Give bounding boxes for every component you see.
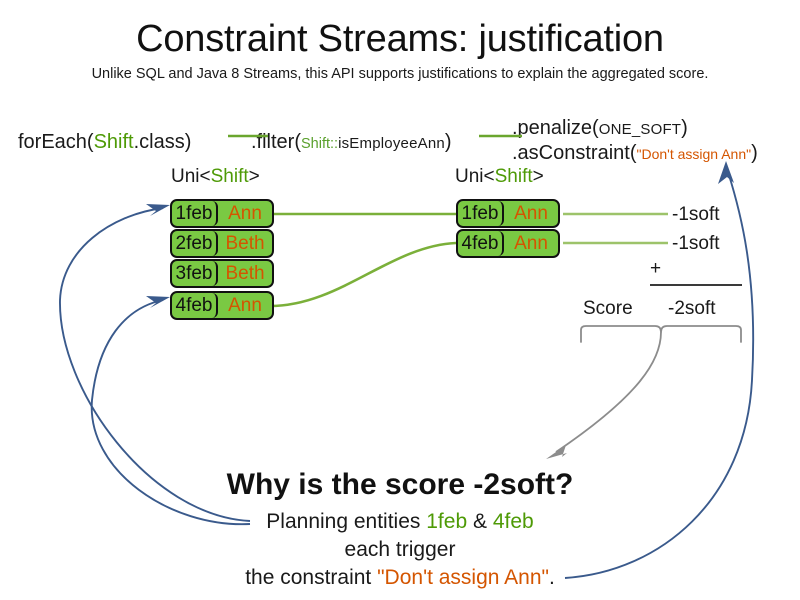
score-total: -2soft bbox=[668, 298, 716, 319]
code-penalize-method: .penalize( bbox=[512, 117, 599, 139]
code-as-constraint-arg: "Don't assign Ann" bbox=[636, 146, 752, 162]
stream-link-4feb bbox=[269, 241, 457, 308]
justification-arrowhead-4feb bbox=[146, 296, 170, 308]
uni-right-prefix: Uni< bbox=[455, 166, 495, 187]
code-foreach-method: forEach( bbox=[18, 131, 94, 153]
fact-card-date: 1feb bbox=[172, 201, 218, 226]
fact-card-right-1[interactable]: 4feb Ann bbox=[456, 229, 560, 258]
score-label: Score bbox=[583, 298, 633, 319]
code-filter-method: .filter( bbox=[251, 131, 301, 153]
score-operator: + bbox=[650, 258, 662, 279]
code-filter-ref-method: isEmployeeAnn bbox=[338, 135, 445, 152]
explanation-line3-prefix: the constraint bbox=[245, 566, 378, 589]
soft-score-1: -1soft bbox=[672, 233, 720, 254]
soft-score-0: -1soft bbox=[672, 204, 720, 225]
code-as-constraint: .asConstraint("Don't assign Ann") bbox=[512, 142, 758, 165]
uni-right-suffix: > bbox=[532, 166, 544, 187]
brace-arrowhead bbox=[546, 445, 567, 459]
slide-subtitle: Unlike SQL and Java 8 Streams, this API … bbox=[91, 66, 709, 82]
explanation-amp: & bbox=[467, 510, 493, 533]
code-filter: .filter(Shift::isEmployeeAnn) bbox=[251, 131, 452, 154]
fact-card-left-3[interactable]: 4feb Ann bbox=[170, 291, 274, 320]
fact-card-employee: Beth bbox=[225, 233, 265, 254]
fact-card-employee: Ann bbox=[228, 295, 262, 316]
explanation-line1-prefix: Planning entities bbox=[266, 510, 427, 533]
explanation-line-1: Planning entities 1feb & 4feb bbox=[0, 510, 800, 534]
uni-label-right: Uni<Shift> bbox=[455, 166, 544, 188]
explanation-line-2: each trigger bbox=[344, 538, 456, 561]
fact-card-left-1[interactable]: 2feb Beth bbox=[170, 229, 274, 258]
code-as-constraint-suffix: ) bbox=[751, 142, 758, 164]
fact-card-date: 4feb bbox=[172, 293, 218, 318]
uni-left-prefix: Uni< bbox=[171, 166, 211, 187]
code-foreach: forEach(Shift.class) bbox=[18, 131, 191, 154]
code-filter-ref-type: Shift:: bbox=[301, 136, 339, 152]
code-foreach-suffix: .class) bbox=[133, 131, 192, 153]
explanation-line3-suffix: . bbox=[548, 566, 555, 589]
brace-tail-arrow bbox=[555, 331, 662, 453]
uni-label-left: Uni<Shift> bbox=[171, 166, 260, 188]
code-penalize-suffix: ) bbox=[681, 117, 688, 139]
fact-card-left-0[interactable]: 1feb Ann bbox=[170, 199, 274, 228]
fact-card-date: 3feb bbox=[172, 261, 218, 286]
uni-left-type: Shift bbox=[210, 166, 249, 187]
fact-card-left-2[interactable]: 3feb Beth bbox=[170, 259, 274, 288]
score-divider bbox=[650, 284, 742, 286]
uni-left-suffix: > bbox=[248, 166, 260, 187]
fact-card-right-0[interactable]: 1feb Ann bbox=[456, 199, 560, 228]
code-penalize-arg: ONE_SOFT bbox=[598, 121, 682, 138]
code-filter-suffix: ) bbox=[444, 131, 452, 153]
explanation-constraint-name: "Don't assign Ann" bbox=[377, 566, 549, 589]
fact-card-date: 4feb bbox=[458, 231, 504, 256]
slide-title: Constraint Streams: justification bbox=[136, 18, 664, 60]
fact-card-employee: Ann bbox=[514, 233, 548, 254]
explanation-line-3: the constraint "Don't assign Ann". bbox=[0, 566, 800, 590]
fact-card-employee: Beth bbox=[225, 263, 265, 284]
score-brace bbox=[580, 325, 742, 343]
code-foreach-type: Shift bbox=[93, 131, 134, 153]
fact-card-date: 2feb bbox=[172, 231, 218, 256]
justification-arrowhead-1feb bbox=[146, 204, 170, 216]
uni-right-type: Shift bbox=[494, 166, 533, 187]
explanation-entity-b: 4feb bbox=[492, 510, 534, 533]
code-penalize: .penalize(ONE_SOFT) bbox=[512, 117, 688, 140]
fact-card-employee: Ann bbox=[228, 203, 262, 224]
fact-card-employee: Ann bbox=[514, 203, 548, 224]
explanation-heading: Why is the score -2soft? bbox=[226, 468, 574, 501]
code-as-constraint-method: .asConstraint( bbox=[512, 142, 637, 164]
explanation-entity-a: 1feb bbox=[426, 510, 468, 533]
fact-card-date: 1feb bbox=[458, 201, 504, 226]
